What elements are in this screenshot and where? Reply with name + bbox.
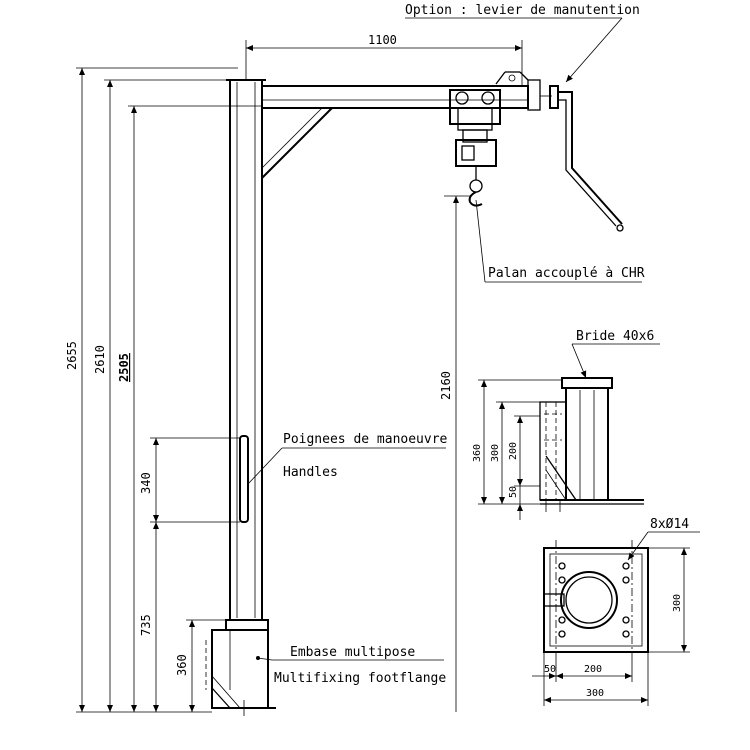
foot-flange [205, 619, 276, 716]
dim-base-height: 360 [175, 654, 189, 676]
jib-brace [261, 107, 333, 179]
label-handles-en: Handles [283, 465, 338, 480]
label-base-fr: Embase multipose [290, 645, 415, 660]
dim-side-360: 360 [472, 444, 483, 462]
dim-plan-50: 50 [544, 664, 556, 675]
column [226, 79, 266, 621]
handles-grip [239, 435, 249, 523]
dim-plan-200: 200 [584, 664, 602, 675]
flange-plan-view [532, 540, 690, 706]
label-handles-fr: Poignees de manoeuvre [283, 432, 448, 447]
dim-height-2610: 2610 [93, 345, 107, 374]
dim-side-200: 200 [508, 442, 519, 460]
dim-span: 1100 [368, 33, 397, 47]
dim-side-300: 300 [490, 444, 501, 462]
label-base-en: Multifixing footflange [274, 671, 446, 686]
trolley-hoist [449, 89, 501, 207]
handling-lever [540, 85, 624, 232]
dim-overall-height: 2655 [65, 341, 79, 370]
dim-hook-height: 2160 [439, 371, 453, 400]
jib-arm [261, 71, 541, 111]
label-flange: Bride 40x6 [576, 329, 654, 344]
label-option-lever: Option : levier de manutention [405, 3, 640, 18]
label-holes: 8xØ14 [650, 517, 689, 532]
dim-handle-base: 735 [139, 614, 153, 636]
flange-side-view [478, 377, 644, 520]
dim-height-2505: 2505 [117, 353, 131, 382]
label-hoist: Palan accouplé à CHR [488, 266, 645, 281]
leader-lines [247, 17, 700, 661]
dim-side-50: 50 [508, 486, 519, 498]
dimension-lines [76, 40, 523, 713]
dim-plan-300-vertical: 300 [672, 594, 683, 612]
dim-plan-300-horizontal: 300 [586, 688, 604, 699]
dim-handle-length: 340 [139, 472, 153, 494]
